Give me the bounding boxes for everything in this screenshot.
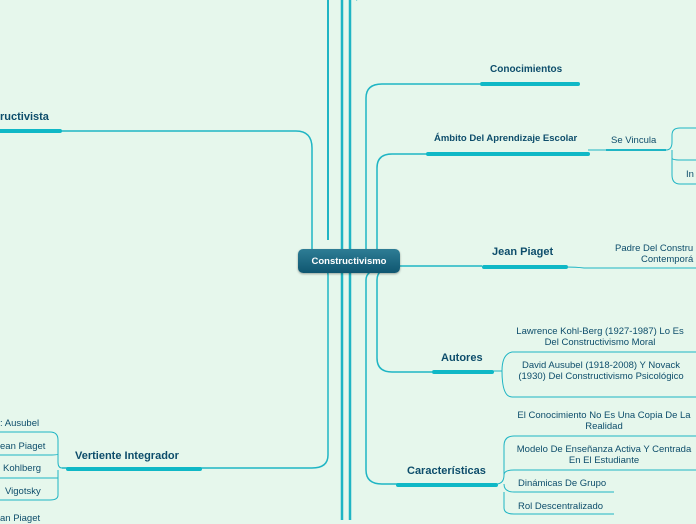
- node-in-partial[interactable]: In: [686, 169, 694, 180]
- branch-conocimientos[interactable]: Conocimientos: [490, 64, 563, 75]
- node-se-vincula[interactable]: Se Vincula: [611, 135, 657, 146]
- node-autor-kohlberg[interactable]: Lawrence Kohl-Berg (1927-1987) Lo Es Del…: [516, 326, 684, 349]
- node-padre-line2[interactable]: Contemporá: [641, 254, 694, 265]
- leaf-kohlberg[interactable]: Kohlberg: [3, 463, 42, 474]
- branch-constructivista[interactable]: ructivista: [0, 111, 49, 123]
- branch-ambito[interactable]: Ámbito Del Aprendizaje Escolar: [434, 133, 578, 144]
- node-car-rol[interactable]: Rol Descentralizado: [518, 501, 604, 512]
- branch-caracteristicas[interactable]: Características: [407, 465, 486, 477]
- branch-autores[interactable]: Autores: [441, 352, 483, 364]
- node-padre-line1[interactable]: Padre Del Constru: [615, 243, 694, 254]
- node-car-dinamicas[interactable]: Dinámicas De Grupo: [518, 478, 607, 489]
- leaf-vigotsky[interactable]: Vigotsky: [5, 486, 41, 497]
- leaf-piaget-bottom[interactable]: an Piaget: [0, 513, 41, 524]
- leaf-jean-piaget[interactable]: ean Piaget: [0, 441, 46, 452]
- node-car-copia[interactable]: El Conocimiento No Es Una Copia De La Re…: [517, 410, 691, 433]
- node-autor-ausubel[interactable]: David Ausubel (1918-2008) Y Novack (1930…: [518, 360, 684, 383]
- node-car-ensenanza[interactable]: Modelo De Enseñanza Activa Y Centrada En…: [516, 444, 692, 467]
- branch-jean-piaget[interactable]: Jean Piaget: [492, 246, 554, 258]
- leaf-ausubel[interactable]: : Ausubel: [0, 418, 40, 429]
- branch-vertiente-integrador[interactable]: Vertiente Integrador: [75, 450, 179, 462]
- root-node-constructivismo[interactable]: Constructivismo: [298, 249, 400, 273]
